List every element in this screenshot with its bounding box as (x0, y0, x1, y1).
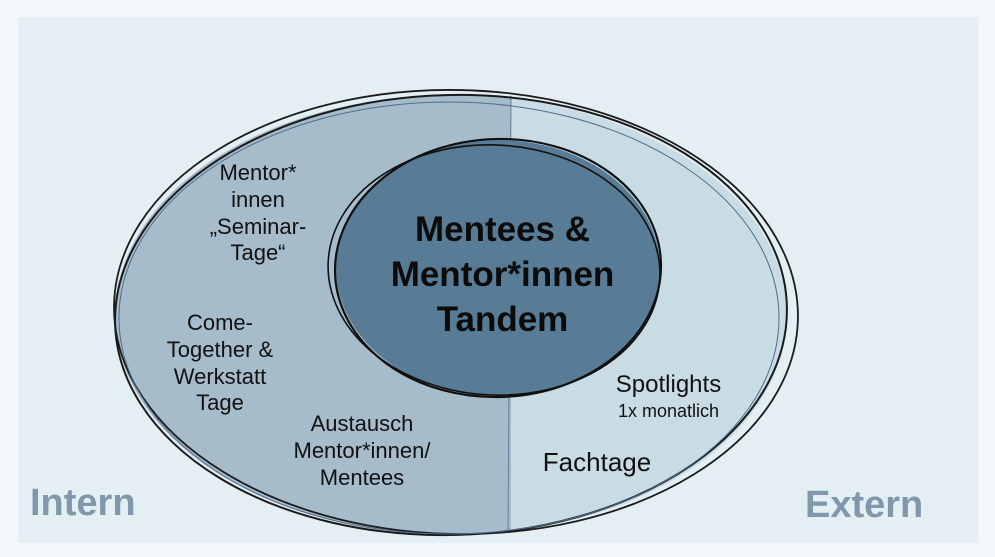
seminar-tage-line: Mentor* (219, 160, 297, 185)
seminar-tage-line: Tage“ (230, 240, 286, 266)
austausch-label: Austausch Mentor*innen/ Mentees (272, 411, 452, 491)
intern-side-label: Intern (30, 482, 136, 524)
center-title-line: Mentees & (414, 210, 591, 249)
center-ellipse (336, 140, 660, 396)
center-title-line: Tandem (436, 299, 569, 339)
austausch-line: Austausch (310, 411, 414, 436)
seminar-tage-line: innen (231, 186, 285, 212)
outer-ellipse-outline-tertiary (118, 101, 780, 535)
seminar-tage-label: Mentor* innen „Seminar- Tage“ (188, 160, 328, 267)
extern-side-label: Extern (805, 484, 924, 526)
austausch-line: Mentor*innen/ (293, 437, 431, 463)
center-title-line: Mentor*innen (390, 254, 615, 294)
spotlights-title: Spotlights (615, 371, 722, 398)
come-together-line: Come- (186, 310, 253, 335)
come-together-line: Tage (196, 390, 244, 416)
fachtage-label: Fachtage (542, 447, 652, 477)
center-ellipse-outline-secondary (327, 144, 661, 396)
center-title: Mentees & Mentor*innen Tandem (370, 208, 635, 342)
come-together-label: Come- Together & Werkstatt Tage (145, 310, 295, 417)
spotlights-label: Spotlights 1x monatlich (596, 370, 741, 423)
come-together-line: Together & (166, 336, 274, 362)
spotlights-subtitle: 1x monatlich (617, 401, 720, 422)
center-ellipse-outline (333, 137, 663, 399)
come-together-line: Werkstatt (173, 363, 267, 389)
austausch-line: Mentees (319, 464, 405, 490)
seminar-tage-line: „Seminar- (209, 213, 307, 239)
